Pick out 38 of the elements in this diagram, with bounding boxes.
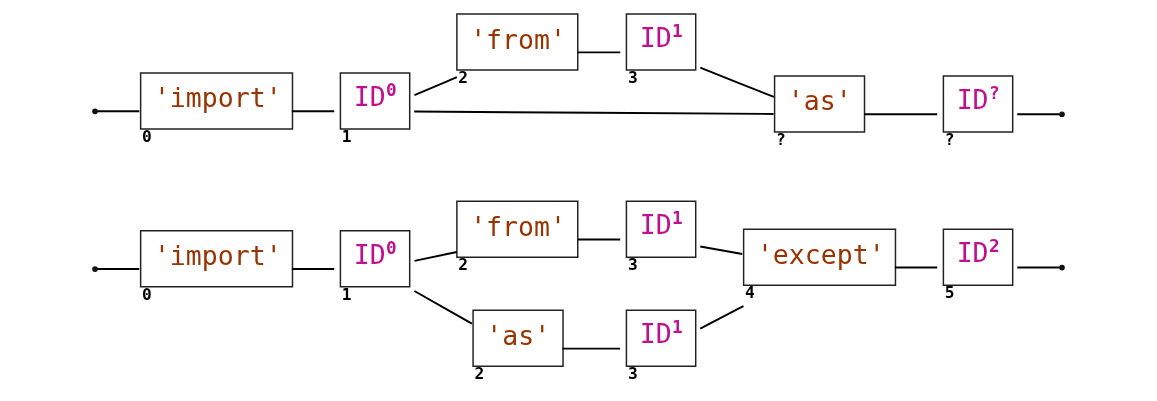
node-label: 3: [627, 68, 638, 87]
node-box: ID$^{?}$: [942, 75, 1014, 133]
node-box: ID$^{0}$: [339, 72, 411, 130]
connector: [893, 266, 939, 269]
connector: [576, 51, 622, 54]
node-box: ID$^{0}$: [339, 230, 411, 288]
node-label: 5: [944, 283, 955, 303]
node-box: 'except': [742, 228, 897, 286]
connector: [699, 305, 745, 330]
node-label: 4: [745, 283, 755, 303]
node-box: 'as': [472, 309, 564, 368]
connector: [561, 347, 622, 350]
node-box: 'import': [139, 72, 294, 130]
node-box: ID$^{2}$: [942, 228, 1014, 286]
connector: [290, 110, 336, 113]
connector: [290, 268, 336, 270]
node-box: 'import': [139, 230, 294, 288]
connector: [413, 290, 473, 325]
connector: [576, 238, 622, 241]
node-label: 2: [458, 68, 469, 87]
node-box: ID$^{1}$: [625, 13, 697, 71]
connector: [413, 251, 458, 262]
node-label: 3: [627, 255, 638, 275]
connector: [863, 113, 939, 116]
connector: [413, 76, 458, 96]
node-box: 'from': [456, 13, 579, 71]
node-box: ID$^{1}$: [625, 200, 697, 258]
connector: [1016, 266, 1061, 269]
node-label: 2: [458, 255, 469, 275]
connector: [96, 110, 141, 113]
connector: [1016, 113, 1061, 116]
node-box: 'from': [456, 200, 579, 258]
node-box: ID$^{1}$: [625, 309, 697, 368]
connector: [699, 66, 775, 98]
connector: [699, 245, 744, 255]
node-box: 'as': [773, 75, 866, 133]
connector: [413, 110, 775, 115]
connector: [96, 268, 141, 270]
